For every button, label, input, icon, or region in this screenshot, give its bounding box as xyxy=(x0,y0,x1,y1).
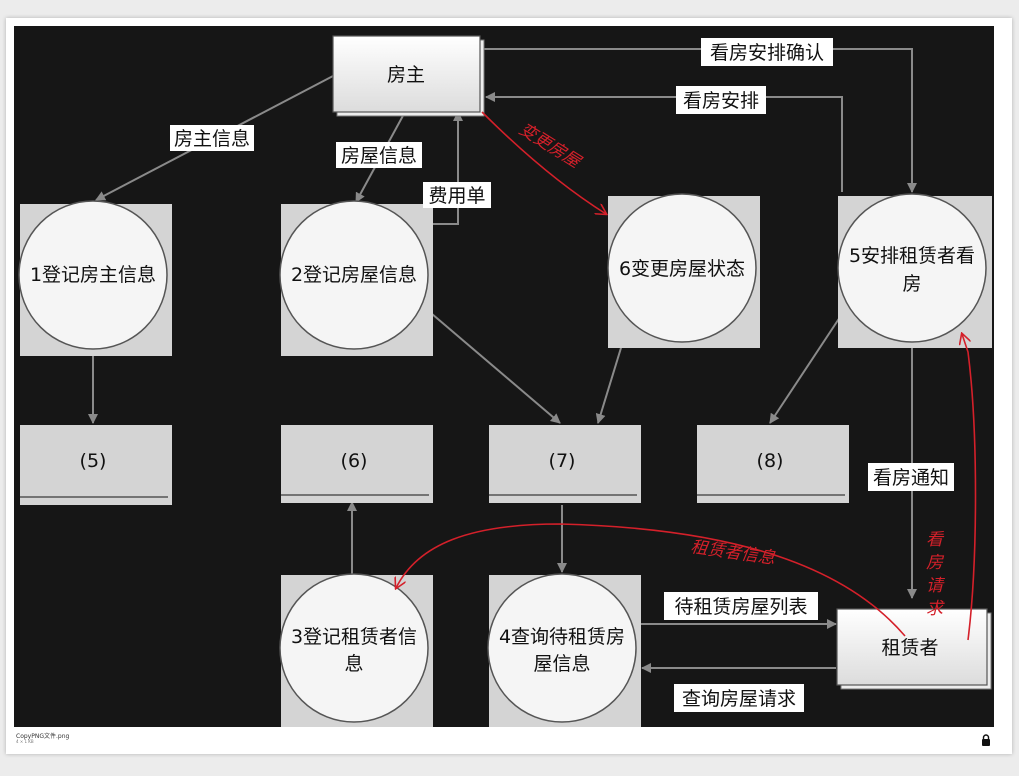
p1-label: 1登记房主信息 xyxy=(30,264,156,286)
annotation-change-house-arrow xyxy=(481,111,606,214)
d6-label: (6) xyxy=(341,450,368,472)
process-p2-circle xyxy=(279,200,429,350)
flow-label-landlord-info: 房主信息 xyxy=(174,128,250,150)
lock-icon xyxy=(982,734,990,746)
annotation-viewing-request: 看房请求 xyxy=(922,530,943,622)
p2-label: 2登记房屋信息 xyxy=(291,264,417,286)
annotation-change-house: 变更房屋 xyxy=(515,119,585,173)
flow-label-viewing-arrangement: 看房安排 xyxy=(683,90,759,112)
process-p5-circle xyxy=(837,193,987,343)
p4-label-line1: 4查询待租赁房 xyxy=(499,626,625,648)
annotation-viewing-request-arrow xyxy=(962,334,977,641)
flow-label-viewing-confirm: 看房安排确认 xyxy=(710,42,824,64)
process-p4-circle xyxy=(487,573,637,723)
annotation-tenant-info: 租赁者信息 xyxy=(689,537,776,569)
tenant-label: 租赁者 xyxy=(881,637,938,659)
p4-label-line2: 屋信息 xyxy=(533,653,590,675)
flow-p5-to-landlord xyxy=(485,92,843,192)
flow-p5-to-d8 xyxy=(769,304,849,424)
p5-label-line2: 房 xyxy=(902,273,921,295)
process-p6-circle xyxy=(607,193,757,343)
p3-label-line1: 3登记租赁者信 xyxy=(291,626,417,648)
footer-filename: CopyPNG文件.png xyxy=(16,733,70,740)
flow-landlord-to-p5 xyxy=(480,48,917,193)
process-p1-circle xyxy=(18,200,168,350)
store-d8 xyxy=(697,425,849,503)
p6-label: 6变更房屋状态 xyxy=(619,258,745,280)
store-d6 xyxy=(281,425,433,503)
flow-label-viewing-notice: 看房通知 xyxy=(873,467,949,489)
store-d5 xyxy=(20,425,172,505)
landlord-label: 房主 xyxy=(387,64,425,86)
flow-p2-to-d7 xyxy=(424,307,561,424)
flow-label-rental-list: 待租赁房屋列表 xyxy=(674,596,807,618)
entity-tenant xyxy=(836,608,988,686)
process-p3-circle xyxy=(279,573,429,723)
d7-label: (7) xyxy=(549,450,576,472)
p5-label-line1: 5安排租赁者看 xyxy=(849,245,975,267)
entity-landlord xyxy=(332,35,481,113)
d8-label: (8) xyxy=(757,450,784,472)
p3-label-line2: 息 xyxy=(344,653,363,675)
store-d7 xyxy=(489,425,641,503)
footer-subtext: 4 × 1 KB xyxy=(16,739,34,744)
flow-label-query-request: 查询房屋请求 xyxy=(682,688,796,710)
d5-label: (5) xyxy=(80,450,107,472)
flow-label-fee-bill: 费用单 xyxy=(428,185,485,207)
flow-label-house-info: 房屋信息 xyxy=(341,145,417,167)
annotation-tenant-info-arrow xyxy=(396,523,906,637)
